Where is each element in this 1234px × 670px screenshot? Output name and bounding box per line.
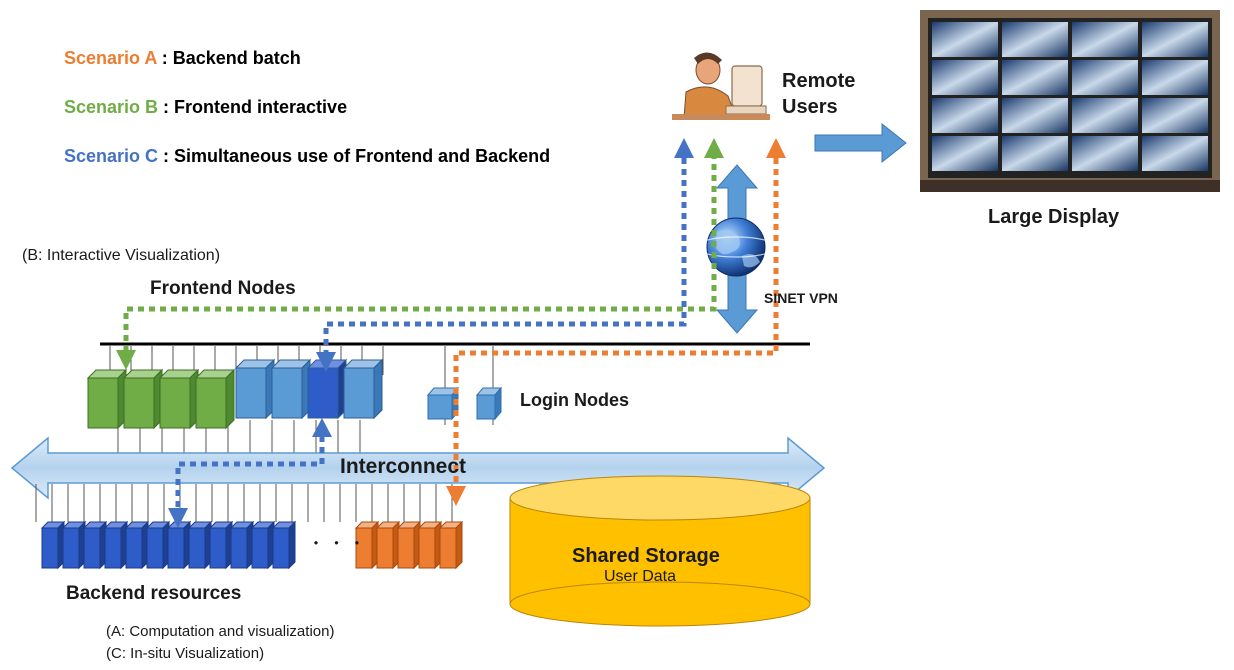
large-display-label: Large Display [988, 206, 1120, 228]
frontend-node-blue [342, 358, 384, 420]
display-screen [1142, 22, 1208, 57]
display-screen [1002, 22, 1068, 57]
backend-node-blue [103, 520, 129, 570]
display-screen [1142, 98, 1208, 133]
globe-network-icon [695, 217, 777, 277]
legend-text-b: Frontend interactive [174, 97, 348, 117]
frontend-node-green [86, 368, 128, 430]
frontend-node-green [122, 368, 164, 430]
user-at-computer-icon [672, 52, 770, 120]
backend-node-blue [229, 520, 255, 570]
frontend-node-blue [270, 358, 312, 420]
shared-storage-cylinder [509, 475, 811, 627]
display-screen [932, 22, 998, 57]
backend-node-orange [438, 520, 464, 570]
display-screen [1072, 136, 1138, 171]
backend-node-blue [208, 520, 234, 570]
large-display-photo [920, 10, 1220, 192]
arrow-heads [116, 138, 786, 528]
display-screen [1002, 60, 1068, 95]
note-a: (A: Computation and visualization) [106, 623, 335, 640]
legend-key-a: Scenario A [64, 48, 157, 68]
display-screen [1002, 136, 1068, 171]
backend-node-blue [166, 520, 192, 570]
backend-node-orange [375, 520, 401, 570]
legend-text-a: Backend batch [172, 48, 301, 68]
backend-resources-label: Backend resources [66, 583, 242, 604]
login-nodes [426, 346, 503, 425]
backend-node-blue [61, 520, 87, 570]
legend-scenario-a: Scenario A : Backend batch [64, 48, 301, 69]
backend-node-blue [82, 520, 108, 570]
backend-node-blue [250, 520, 276, 570]
to-display-arrow [814, 122, 907, 164]
interactive-note: (B: Interactive Visualization) [22, 247, 221, 264]
ellipsis: ・ ・ ・ [308, 536, 365, 553]
display-screen [1072, 22, 1138, 57]
display-screen [1072, 60, 1138, 95]
scenario-c-path-bottom [175, 425, 325, 510]
display-screen [932, 136, 998, 171]
backend-node-blue [187, 520, 213, 570]
backend-node-orange [396, 520, 422, 570]
scenario-b-path [123, 158, 717, 352]
legend-scenario-c: Scenario C : Simultaneous use of Fronten… [64, 146, 550, 167]
remote-users-label: Remote Users [782, 70, 856, 118]
interconnect-label: Interconnect [340, 455, 467, 478]
display-screen [1142, 136, 1208, 171]
legend-scenario-b: Scenario B : Frontend interactive [64, 97, 347, 118]
legend-sep-c: : [158, 146, 175, 166]
display-screen [1142, 60, 1208, 95]
backend-node-blue [145, 520, 171, 570]
frontend-nodes-label: Frontend Nodes [150, 278, 296, 299]
scenario-c-path-top [323, 158, 687, 352]
note-c: (C: In-situ Visualization) [106, 645, 265, 662]
display-screen [932, 60, 998, 95]
display-screen [1002, 98, 1068, 133]
frontend-node-green [194, 368, 236, 430]
display-screen [932, 98, 998, 133]
backend-node-blue [271, 520, 297, 570]
display-screen [1072, 98, 1138, 133]
legend-key-b: Scenario B [64, 97, 159, 117]
frontend-node-green [158, 368, 200, 430]
user-data-label: User Data [604, 568, 677, 585]
legend-sep-b: : [158, 97, 175, 117]
legend-key-c: Scenario C [64, 146, 159, 166]
backend-node-orange [417, 520, 443, 570]
legend-sep-a: : [156, 48, 173, 68]
legend-text-c: Simultaneous use of Frontend and Backend [174, 146, 551, 166]
scenario-a-path [453, 158, 779, 488]
sinet-vpn-label: SINET VPN [764, 290, 838, 306]
backend-node-blue [124, 520, 150, 570]
backend-node-blue [40, 520, 66, 570]
shared-storage-label: Shared Storage [572, 545, 720, 567]
login-nodes-label: Login Nodes [520, 390, 629, 410]
frontend-node-blue [234, 358, 276, 420]
